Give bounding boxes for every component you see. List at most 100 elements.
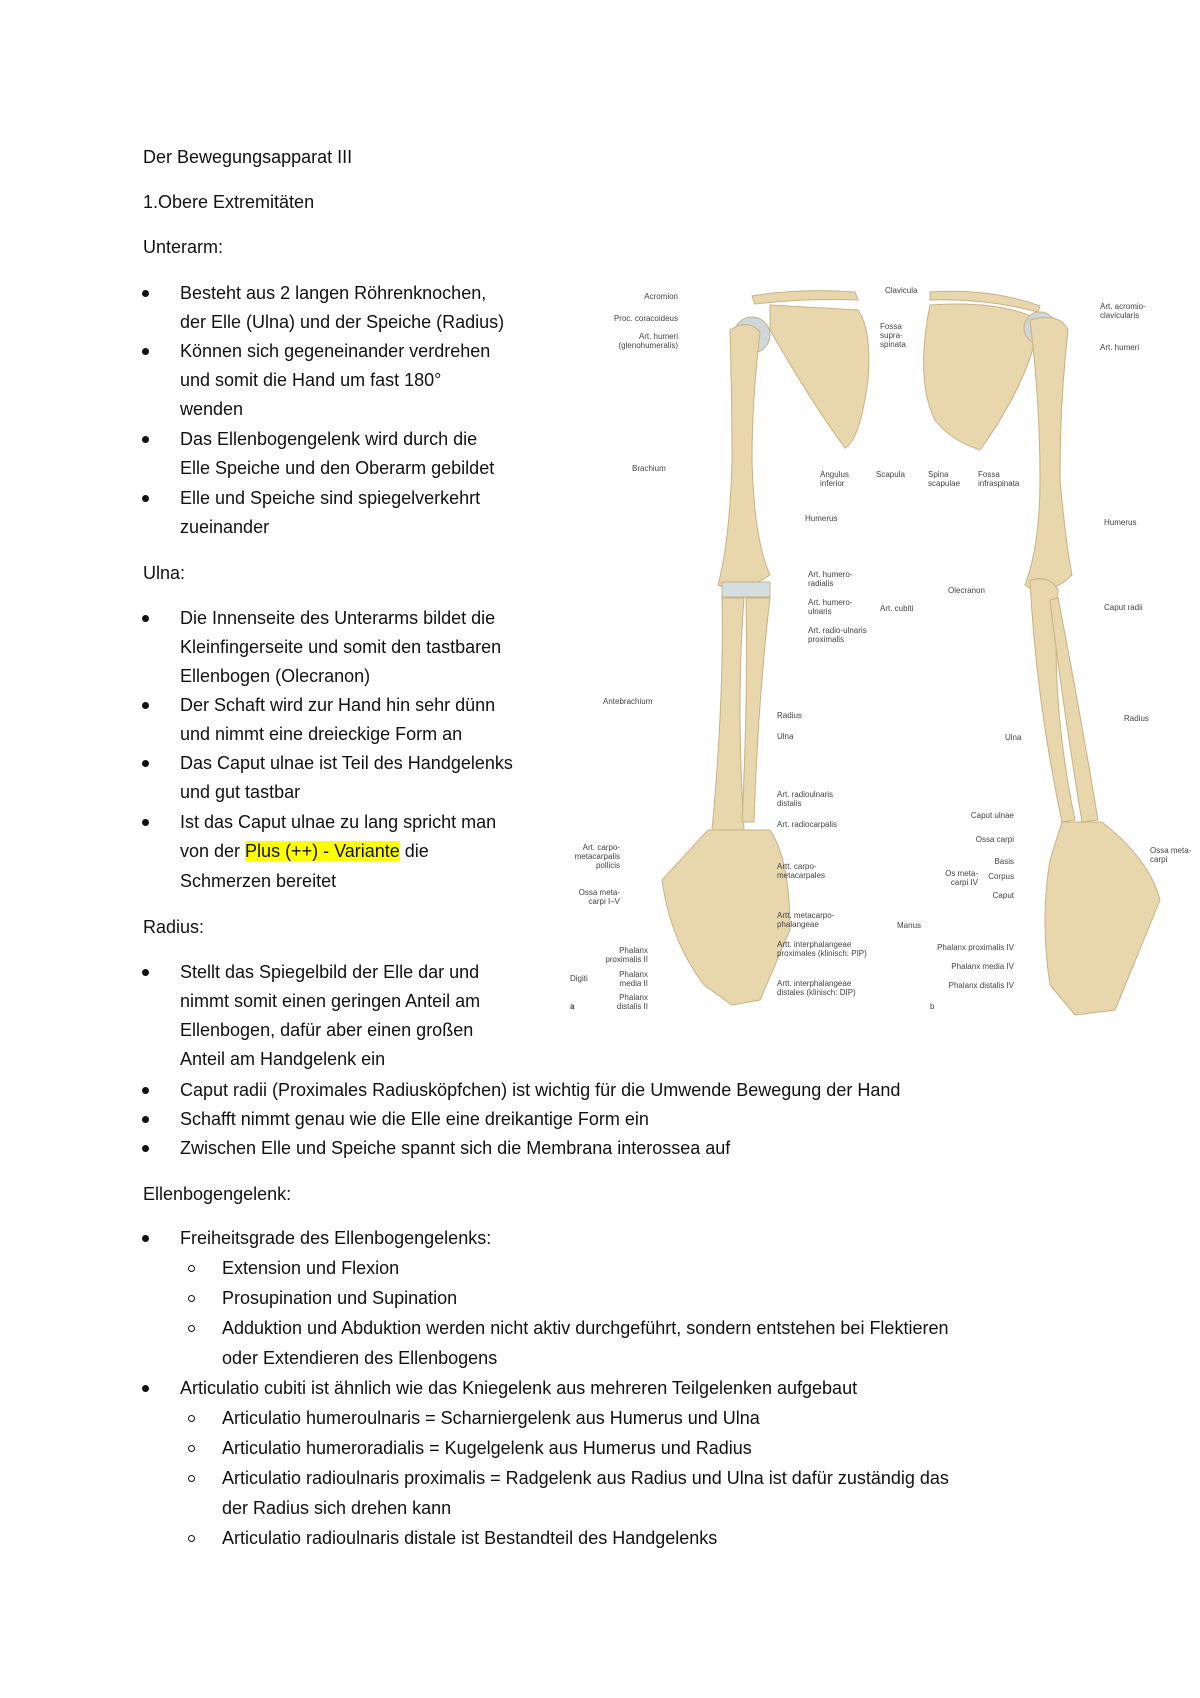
radius-a (711, 597, 745, 831)
bullet-icon (142, 290, 149, 297)
highlighted-text: Plus (++) - Variante (245, 841, 400, 861)
list-item: Ellenbogen, dafür aber einen großen (180, 1020, 474, 1040)
figure-label: Fossa supra- spinata (880, 322, 906, 349)
figure-label: Art. radio-ulnaris proximalis (808, 626, 867, 644)
figure-label: Art. humero- ulnaris (808, 598, 853, 616)
figure-label: Artt. interphalangeae proximales (klinis… (777, 940, 867, 958)
sub-list-item: Extension und Flexion (222, 1258, 400, 1278)
figure-label: Acromion (644, 292, 678, 301)
list-item: von der Plus (++) - Variante die (180, 837, 429, 866)
figure-label: Digiti (570, 974, 588, 983)
list-item: Das Ellenbogengelenk wird durch die (180, 429, 478, 449)
list-item: Ellenbogen (Olecranon) (180, 666, 371, 686)
figure-label: Fossa infraspinata (978, 470, 1020, 488)
sub-list-item: Articulatio humeroulnaris = Scharniergel… (222, 1408, 760, 1428)
figure-label: Brachium (632, 464, 666, 473)
sub-bullet-icon (188, 1265, 195, 1272)
scapula-a (769, 304, 870, 449)
sub-list-item: Articulatio radioulnaris proximalis = Ra… (222, 1468, 949, 1488)
list-item: nimmt somit einen geringen Anteil am (180, 991, 481, 1011)
bullet-icon (142, 436, 149, 443)
text: die (399, 841, 429, 861)
bullet-icon (142, 969, 149, 976)
heading-unterarm: Unterarm: (143, 237, 224, 257)
figure-label: Art. radiocarpalis (777, 820, 838, 829)
bullet-icon (142, 702, 149, 709)
sub-list-item: Adduktion und Abduktion werden nicht akt… (222, 1318, 949, 1338)
figure-label: Art. humeri (1100, 343, 1140, 352)
panel-label-b: b (930, 1002, 935, 1011)
figure-label: Phalanx media IV (951, 962, 1014, 971)
figure-label: Radius (777, 711, 802, 720)
bullet-icon (142, 1116, 149, 1123)
sub-list-item: der Radius sich drehen kann (222, 1498, 452, 1518)
figure-label: Art. humeri (glenohumeralis) (618, 332, 678, 350)
figure-label: Manus (897, 921, 922, 930)
figure-label: Art. radioulnaris distalis (777, 790, 834, 808)
list-item: und somit die Hand um fast 180° (180, 370, 442, 390)
figure-label: Corpus (988, 872, 1014, 881)
sub-list-item: Articulatio humeroradialis = Kugelgelenk… (222, 1438, 752, 1458)
list-item: Kleinfingerseite und somit den tastbaren (180, 637, 502, 657)
figure-label: Proc. coracoideus (613, 314, 678, 323)
figure-label: Olecranon (948, 586, 985, 595)
section-heading: 1.Obere Extremitäten (143, 192, 315, 212)
figure-label: Art. acromio- clavicularis (1100, 302, 1146, 320)
bullet-icon (142, 615, 149, 622)
ulna-a (741, 597, 771, 823)
ulna-b (1029, 578, 1076, 823)
figure-label: Phalanx media II (619, 970, 648, 988)
figure-label: Phalanx proximalis IV (937, 943, 1014, 952)
figure-label: Caput radii (1104, 603, 1143, 612)
figure-label: Humerus (805, 514, 838, 523)
list-item: Articulatio cubiti ist ähnlich wie das K… (180, 1378, 858, 1398)
figure-label: Phalanx proximalis II (605, 946, 648, 964)
sub-bullet-icon (188, 1295, 195, 1302)
figure-label: Humerus (1104, 518, 1137, 527)
list-item: Können sich gegeneinander verdrehen (180, 341, 491, 361)
figure-label: Art. cubiti (880, 604, 914, 613)
figure-label: Os meta- carpi IV (945, 869, 978, 887)
bullet-icon (142, 1145, 149, 1152)
clavicle-b (929, 290, 1041, 313)
document-title: Der Bewegungsapparat III (143, 147, 353, 167)
figure-label: Caput ulnae (970, 811, 1014, 820)
sub-list-item: oder Extendieren des Ellenbogens (222, 1348, 498, 1368)
sub-bullet-icon (188, 1445, 195, 1452)
figure-label: Spina scapulae (928, 470, 961, 488)
scapula-b (923, 303, 1041, 451)
humerus-b (1024, 317, 1073, 592)
figure-label: Art. humero- radialis (808, 570, 853, 588)
bullet-icon (142, 760, 149, 767)
list-item: Zwischen Elle und Speiche spannt sich di… (180, 1138, 731, 1158)
figure-label: Ossa carpi (975, 835, 1014, 844)
list-item: Elle und Speiche sind spiegelverkehrt (180, 488, 481, 508)
list-item: Schafft nimmt genau wie die Elle eine dr… (180, 1109, 649, 1129)
list-item: Freiheitsgrade des Ellenbogengelenks: (180, 1228, 492, 1248)
list-item: und nimmt eine dreieckige Form an (180, 724, 463, 744)
figure-label: Phalanx distalis IV (948, 981, 1014, 990)
elbow-joint-a (721, 581, 771, 598)
figure-label: Artt. carpo- metacarpales (777, 862, 826, 880)
figure-label: Scapula (876, 470, 905, 479)
figure-label: Art. carpo- metacarpalis pollicis (574, 843, 620, 870)
text: von der (180, 841, 246, 861)
figure-label: Antebrachium (603, 697, 653, 706)
list-item: Caput radii (Proximales Radiusköpfchen) … (180, 1080, 901, 1100)
list-item: Ist das Caput ulnae zu lang spricht man (180, 812, 497, 832)
humeral-head-b (1023, 311, 1057, 345)
radius-b (1049, 597, 1099, 823)
clavicle-a (751, 290, 859, 305)
sub-bullet-icon (188, 1325, 195, 1332)
list-item: Stellt das Spiegelbild der Elle dar und (180, 962, 480, 982)
bullet-icon (142, 1385, 149, 1392)
sub-bullet-icon (188, 1535, 195, 1542)
figure-label: Radius (1124, 714, 1149, 723)
figure-label: Ossa meta- carpi I–V (578, 888, 620, 906)
bullet-icon (142, 348, 149, 355)
list-item: der Elle (Ulna) und der Speiche (Radius) (180, 312, 505, 332)
bullet-icon (142, 495, 149, 502)
list-item: Elle Speiche und den Oberarm gebildet (180, 458, 495, 478)
figure-label: Basis (994, 857, 1014, 866)
figure-label: Ulna (777, 732, 794, 741)
